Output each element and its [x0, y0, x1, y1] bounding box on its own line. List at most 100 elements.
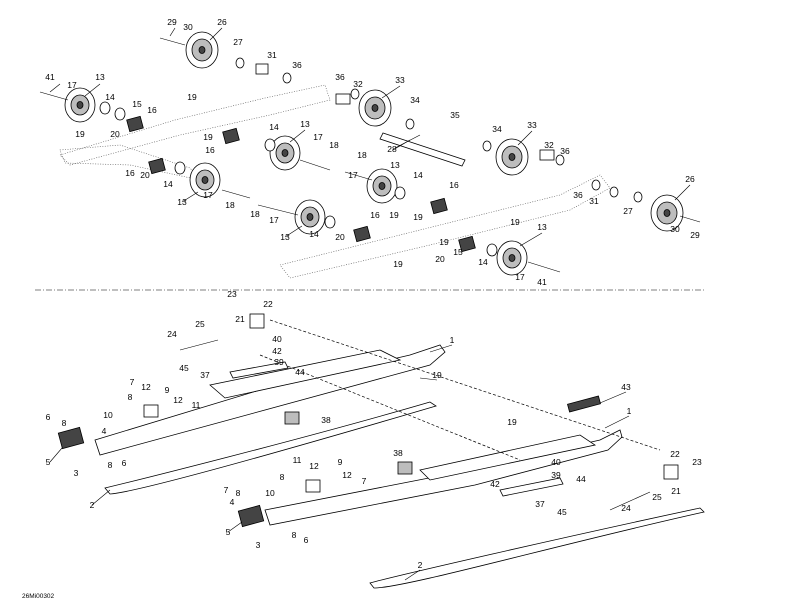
callout-16: 16 — [205, 145, 215, 155]
callout-7: 7 — [130, 377, 135, 387]
cross-shaft-dashed-2 — [259, 354, 521, 461]
callout-3: 3 — [74, 468, 79, 478]
callout-5: 5 — [226, 527, 231, 537]
callout-13: 13 — [95, 72, 105, 82]
callout-19: 19 — [510, 217, 520, 227]
callout-42: 42 — [490, 479, 500, 489]
callout-1: 1 — [627, 406, 632, 416]
callout-20: 20 — [140, 170, 150, 180]
rail-1-right-upper — [419, 434, 597, 481]
callout-32: 32 — [544, 140, 554, 150]
slide-runner-left — [104, 401, 437, 495]
callout-24: 24 — [167, 329, 177, 339]
callout-17: 17 — [203, 190, 213, 200]
callout-32: 32 — [353, 79, 363, 89]
callout-27: 27 — [233, 37, 243, 47]
callout-18: 18 — [250, 209, 260, 219]
callout-29: 29 — [167, 17, 177, 27]
callout-34: 34 — [410, 95, 420, 105]
lower-assembly — [49, 313, 705, 589]
callout-20: 20 — [335, 232, 345, 242]
callout-7: 7 — [224, 485, 229, 495]
callout-20: 20 — [435, 254, 445, 264]
spacers — [99, 57, 643, 257]
callout-24: 24 — [621, 503, 631, 513]
leader-lines-top — [49, 27, 691, 247]
callout-38: 38 — [321, 415, 331, 425]
callout-18: 18 — [225, 200, 235, 210]
callout-33: 33 — [527, 120, 537, 130]
callout-8: 8 — [128, 392, 133, 402]
spring-5-right — [237, 504, 265, 528]
callout-19: 19 — [203, 132, 213, 142]
rail-lower — [59, 144, 201, 181]
callout-11: 11 — [192, 400, 201, 410]
block-9-left — [143, 404, 159, 418]
callout-40: 40 — [272, 334, 282, 344]
callout-45: 45 — [179, 363, 189, 373]
callout-41: 41 — [45, 72, 55, 82]
callout-9: 9 — [338, 457, 343, 467]
callout-37: 37 — [535, 499, 545, 509]
plate-44-right — [499, 477, 564, 497]
callout-38: 38 — [393, 448, 403, 458]
callout-10: 10 — [265, 488, 275, 498]
callout-13: 13 — [537, 222, 547, 232]
callout-16: 16 — [147, 105, 157, 115]
spring-43 — [567, 395, 601, 413]
callout-17: 17 — [313, 132, 323, 142]
pivot-blocks — [126, 115, 476, 253]
callout-44: 44 — [576, 474, 586, 484]
callout-12: 12 — [173, 395, 183, 405]
callout-13: 13 — [280, 232, 290, 242]
block-9-right — [305, 479, 321, 493]
callout-1: 1 — [450, 335, 455, 345]
callout-13: 13 — [390, 160, 400, 170]
callout-7: 7 — [362, 476, 367, 486]
callout-19: 19 — [439, 237, 449, 247]
callout-19: 19 — [507, 417, 517, 427]
cross-shaft — [379, 132, 466, 167]
callout-18: 18 — [329, 140, 339, 150]
callout-14: 14 — [269, 122, 279, 132]
callout-6: 6 — [122, 458, 127, 468]
callout-12: 12 — [342, 470, 352, 480]
callout-22: 22 — [670, 449, 680, 459]
callout-19: 19 — [432, 370, 442, 380]
callout-13: 13 — [300, 119, 310, 129]
callout-44: 44 — [295, 367, 305, 377]
callout-34: 34 — [492, 124, 502, 134]
callout-2: 2 — [90, 500, 95, 510]
callout-16: 16 — [125, 168, 135, 178]
callout-14: 14 — [163, 179, 173, 189]
callout-36: 36 — [292, 60, 302, 70]
callout-17: 17 — [515, 272, 525, 282]
callout-33: 33 — [395, 75, 405, 85]
callout-10: 10 — [103, 410, 113, 420]
callout-2: 2 — [418, 560, 423, 570]
wheel-13-lower-left — [189, 162, 221, 198]
callout-22: 22 — [263, 299, 273, 309]
cross-shaft-dashed-1 — [269, 319, 661, 451]
callout-31: 31 — [589, 196, 599, 206]
callout-19: 19 — [393, 259, 403, 269]
callout-8: 8 — [62, 418, 67, 428]
wheel-26-top — [185, 31, 219, 69]
callout-45: 45 — [557, 507, 567, 517]
callout-43: 43 — [621, 382, 631, 392]
block-38-left — [284, 411, 300, 425]
callout-23: 23 — [227, 289, 237, 299]
callout-14: 14 — [105, 92, 115, 102]
callout-21: 21 — [671, 486, 681, 496]
callout-8: 8 — [292, 530, 297, 540]
callout-8: 8 — [280, 472, 285, 482]
callout-25: 25 — [652, 492, 662, 502]
slide-runner-right — [369, 507, 705, 589]
callout-17: 17 — [348, 170, 358, 180]
callout-15: 15 — [453, 247, 463, 257]
callout-18: 18 — [357, 150, 367, 160]
callout-19: 19 — [187, 92, 197, 102]
callout-15: 15 — [132, 99, 142, 109]
callout-6: 6 — [46, 412, 51, 422]
